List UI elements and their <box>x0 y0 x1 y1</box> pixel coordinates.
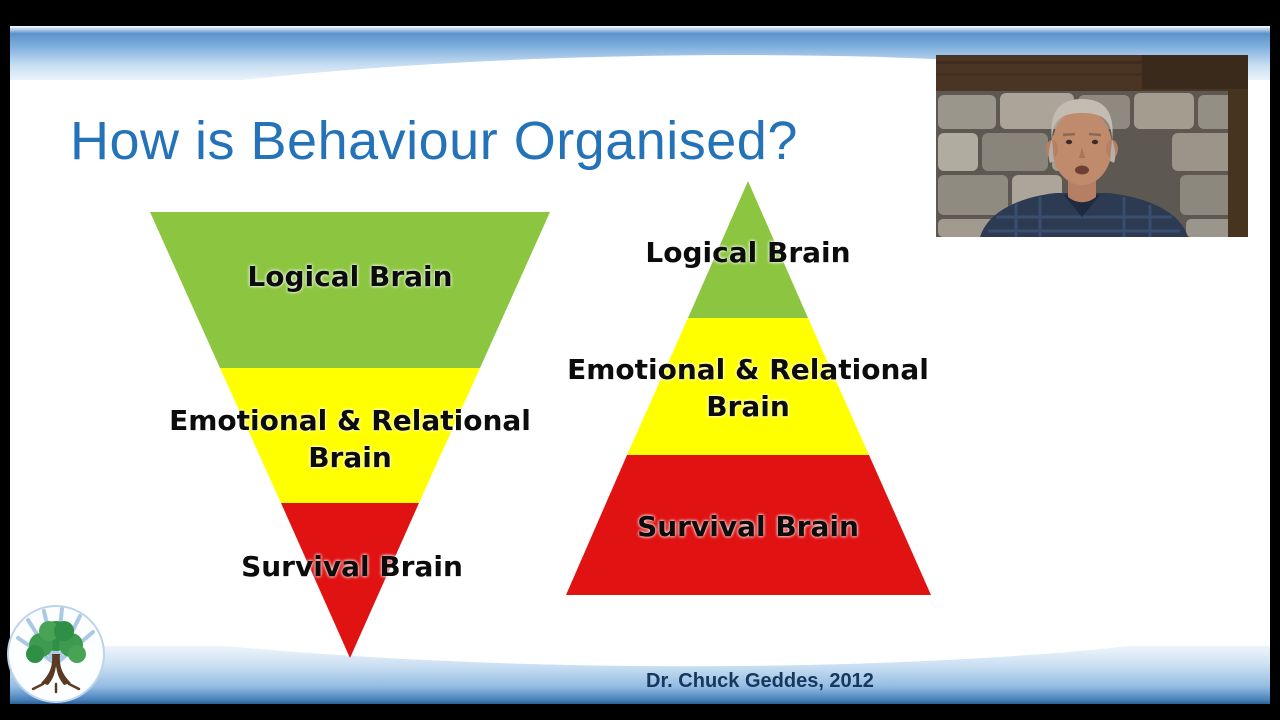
label-line: Brain <box>706 390 790 423</box>
label-line: Emotional & Relational <box>169 404 531 437</box>
right-pyramid-label-survival: Survival Brain <box>637 510 859 543</box>
left-pyramid-label-emotional: Emotional & Relational Brain <box>128 402 572 476</box>
tree-roots <box>31 682 81 694</box>
right-pyramid-label-emotional: Emotional & Relational Brain <box>516 351 980 425</box>
presenter-scene <box>936 55 1248 237</box>
right-pyramid-label-logical: Logical Brain <box>645 236 851 269</box>
slide-bottom-band <box>10 646 1270 704</box>
presenter-person <box>980 99 1188 237</box>
wood-beam <box>936 55 1248 237</box>
attribution-text: Dr. Chuck Geddes, 2012 <box>646 670 874 692</box>
tree-canopy <box>26 621 86 663</box>
slide-title: How is Behaviour Organised? <box>70 111 798 172</box>
tree-logo <box>6 604 106 704</box>
tree-logo-graphic <box>7 605 105 703</box>
label-line: Emotional & Relational <box>567 353 929 386</box>
label-line: Brain <box>308 441 392 474</box>
left-pyramid-label-survival: Survival Brain <box>241 550 463 583</box>
face-features <box>1062 132 1102 175</box>
presenter-webcam <box>936 55 1248 237</box>
left-pyramid-label-logical: Logical Brain <box>247 260 453 293</box>
tree-trunk <box>41 654 71 685</box>
